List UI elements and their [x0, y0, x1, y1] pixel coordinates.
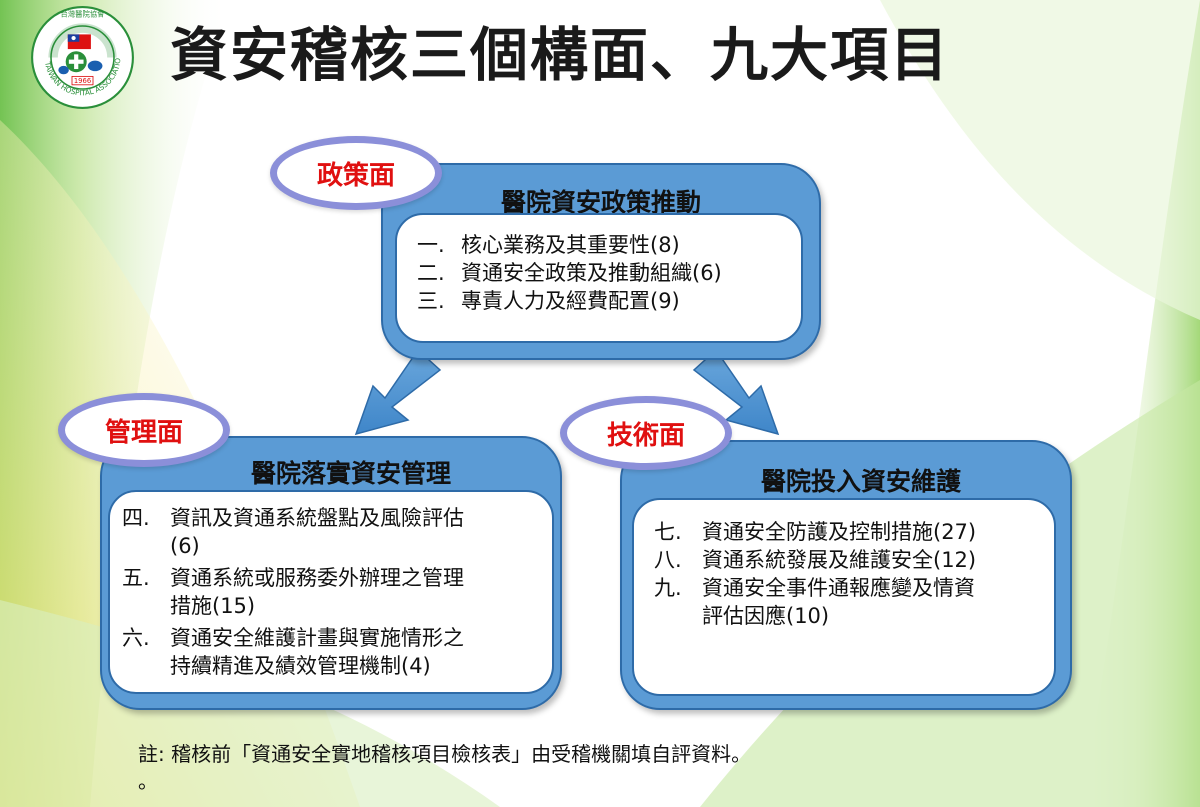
management-items-box: 四. 資訊及資通系統盤點及風險評估 (6) 五. 資通系統或服務委外辦理之管理 … — [108, 490, 554, 694]
technical-items-box: 七. 資通安全防護及控制措施(27) 八. 資通系統發展及維護安全(12) 九.… — [632, 498, 1056, 696]
technical-panel: 醫院投入資安維護 七. 資通安全防護及控制措施(27) 八. 資通系統發展及維護… — [620, 440, 1072, 710]
list-item: 三. 專責人力及經費配置(9) — [417, 287, 797, 315]
technical-panel-title: 醫院投入資安維護 — [760, 467, 961, 496]
policy-panel: 醫院資安政策推動 一. 核心業務及其重要性(8) 二. 資通安全政策及推動組織(… — [381, 163, 821, 360]
item-number: 九. — [654, 576, 682, 600]
policy-items-box: 一. 核心業務及其重要性(8) 二. 資通安全政策及推動組織(6) 三. 專責人… — [395, 213, 803, 343]
item-number: 六. — [122, 626, 150, 650]
item-text: 資通安全政策及推動組織(6) — [461, 261, 722, 285]
technical-tag: 技術面 — [560, 396, 732, 470]
item-number: 二. — [417, 261, 445, 285]
list-item: 一. 核心業務及其重要性(8) — [417, 231, 797, 259]
item-number: 一. — [417, 233, 445, 257]
item-number: 五. — [122, 566, 150, 590]
list-item: 八. 資通系統發展及維護安全(12) — [654, 546, 1050, 574]
item-text-line2: 評估因應(10) — [702, 604, 830, 628]
item-text-line1: 資通系統或服務委外辦理之管理 — [170, 566, 464, 590]
logo-year: 1966 — [74, 77, 91, 85]
item-text-line2: (6) — [170, 534, 200, 558]
page-title: 資安稽核三個構面、九大項目 — [170, 21, 951, 89]
item-text-line2: 措施(15) — [170, 594, 256, 618]
item-text-line1: 資通安全防護及控制措施(27) — [702, 520, 977, 544]
item-text: 專責人力及經費配置(9) — [461, 289, 680, 313]
list-item: 四. 資訊及資通系統盤點及風險評估 (6) — [122, 504, 542, 560]
management-panel-title: 醫院落實資安管理 — [250, 459, 451, 488]
item-text-line1: 資訊及資通系統盤點及風險評估 — [170, 506, 464, 530]
hospital-association-logo: 1966 台灣醫院協會 TAIWAN HOSPITAL ASSOCIATION — [30, 5, 134, 109]
arrow-to-management — [354, 348, 442, 436]
item-text: 核心業務及其重要性(8) — [461, 233, 680, 257]
management-tag: 管理面 — [58, 393, 230, 467]
logo-top-text: 台灣醫院協會 — [61, 10, 106, 19]
item-text-line1: 資通安全事件通報應變及情資 — [702, 576, 975, 600]
item-number: 七. — [654, 520, 682, 544]
list-item: 九. 資通安全事件通報應變及情資 評估因應(10) — [654, 574, 1050, 630]
item-number: 八. — [654, 548, 682, 572]
item-text-line2: 持續精進及績效管理機制(4) — [170, 654, 431, 678]
item-number: 三. — [417, 289, 445, 313]
list-item: 七. 資通安全防護及控制措施(27) — [654, 518, 1050, 546]
list-item: 五. 資通系統或服務委外辦理之管理 措施(15) — [122, 564, 542, 620]
footnote: 註: 稽核前「資通安全實地稽核項目檢核表」由受稽機關填自評資料。 — [138, 742, 752, 766]
management-panel: 醫院落實資安管理 四. 資訊及資通系統盤點及風險評估 (6) 五. 資通系統或服… — [100, 436, 562, 710]
arrow-to-technical — [692, 348, 780, 436]
item-number: 四. — [122, 506, 150, 530]
policy-tag: 政策面 — [270, 136, 442, 210]
policy-panel-title: 醫院資安政策推動 — [500, 188, 701, 217]
footnote-tail: 。 — [138, 769, 158, 793]
item-text-line1: 資通系統發展及維護安全(12) — [702, 548, 977, 572]
list-item: 二. 資通安全政策及推動組織(6) — [417, 259, 797, 287]
item-text-line1: 資通安全維護計畫與實施情形之 — [170, 626, 464, 650]
list-item: 六. 資通安全維護計畫與實施情形之 持續精進及績效管理機制(4) — [122, 624, 542, 680]
